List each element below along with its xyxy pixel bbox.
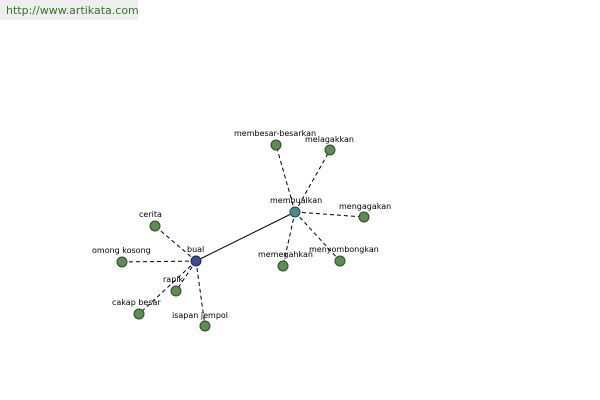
source-link[interactable]: http://www.artikata.com: [6, 3, 139, 17]
node-label-isapan-jempol: isapan jempol: [172, 311, 228, 320]
node-membualkan[interactable]: [289, 206, 301, 218]
node-memegahkan[interactable]: [277, 260, 289, 272]
edge-membualkan-mengagakan: [294, 211, 365, 218]
node-cerita[interactable]: [149, 220, 161, 232]
node-label-melagakkan: melagakkan: [305, 135, 354, 144]
node-menyombongkan[interactable]: [334, 255, 346, 267]
node-label-mengagakan: mengagakan: [339, 202, 391, 211]
edge-bual-cakap-besar: [138, 260, 197, 315]
labels-layer: bual membualkan cerita omong kosong rapik cak…: [92, 129, 391, 320]
node-isapan-jempol[interactable]: [199, 320, 211, 332]
edge-membualkan-melagakkan: [294, 149, 331, 213]
node-membesar-besarkan[interactable]: [270, 139, 282, 151]
node-label-membualkan: membualkan: [270, 196, 322, 205]
node-melagakkan[interactable]: [324, 144, 336, 156]
node-mengagakan[interactable]: [358, 211, 370, 223]
edge-bual-cerita: [154, 225, 197, 262]
node-cakap-besar[interactable]: [133, 308, 145, 320]
edge-bual-membualkan: [195, 211, 296, 262]
node-label-rapik: rapik: [163, 275, 183, 284]
node-label-menyombongkan: menyombongkan: [309, 245, 379, 254]
node-bual[interactable]: [190, 255, 202, 267]
node-label-memegahkan: memegahkan: [258, 250, 313, 259]
node-label-cerita: cerita: [139, 210, 162, 219]
node-label-bual: bual: [187, 245, 204, 254]
node-label-membesar-besarkan: membesar-besarkan: [234, 129, 316, 138]
node-rapik[interactable]: [170, 285, 182, 297]
edge-membualkan-membesar-besarkan: [275, 144, 296, 213]
edge-bual-rapik: [175, 260, 197, 292]
node-label-cakap-besar: cakap besar: [112, 298, 161, 307]
edge-membualkan-memegahkan: [282, 211, 296, 267]
nodes-layer: [116, 139, 370, 332]
edge-bual-isapan-jempol: [195, 260, 206, 327]
node-omong-kosong[interactable]: [116, 256, 128, 268]
edges-layer: [121, 144, 365, 327]
edge-bual-omong-kosong: [121, 260, 197, 263]
source-banner: http://www.artikata.com: [0, 0, 139, 20]
node-label-omong-kosong: omong kosong: [92, 246, 151, 255]
